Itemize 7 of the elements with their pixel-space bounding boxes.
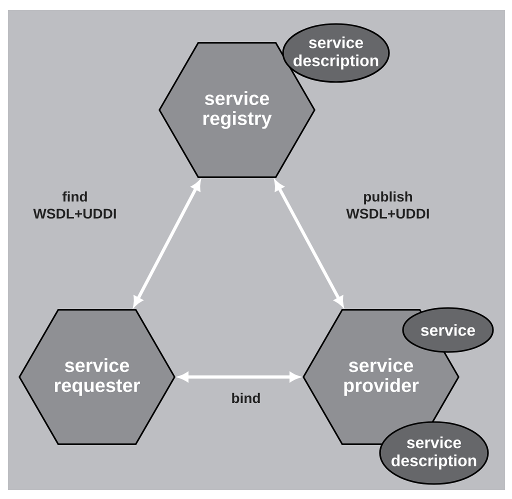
arrow [274, 180, 344, 306]
hexagon: service requester [18, 309, 176, 445]
edge-label: publish WSDL+UDDI [346, 191, 429, 219]
edge-label: bind [232, 392, 260, 404]
arrow [178, 372, 300, 382]
arrow [133, 180, 201, 306]
edge-label: find WSDL+UDDI [33, 191, 116, 219]
